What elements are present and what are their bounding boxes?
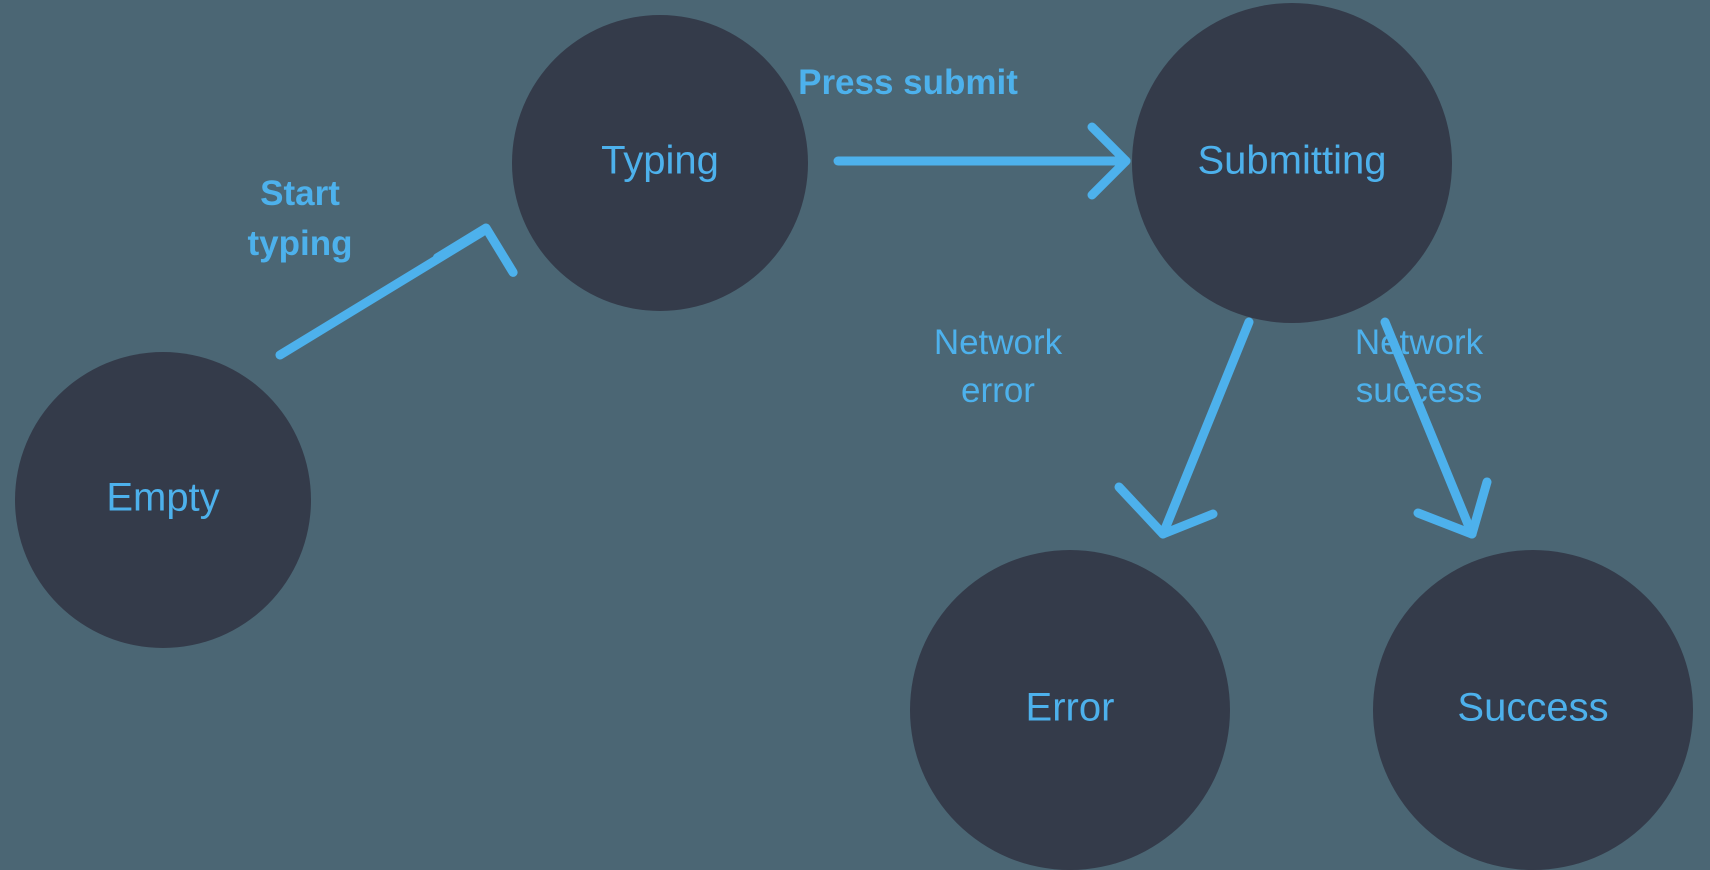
network-success-arrowhead bbox=[1413, 477, 1492, 539]
transition-network-error bbox=[1114, 317, 1254, 539]
start-typing-label-line-2: typing bbox=[248, 224, 353, 263]
state-label-submitting: Submitting bbox=[1198, 139, 1387, 183]
state-node-error[interactable]: Error bbox=[910, 550, 1230, 870]
network-error-label-line-2: error bbox=[961, 371, 1035, 410]
state-label-typing: Typing bbox=[601, 139, 719, 183]
network-success-edge-line bbox=[1380, 317, 1477, 539]
transition-start-typing bbox=[275, 223, 518, 360]
transition-network-success bbox=[1380, 317, 1492, 539]
press-submit-label-line-1: Press submit bbox=[798, 63, 1018, 102]
transition-label-press-submit: Press submit bbox=[798, 63, 1018, 102]
state-node-typing[interactable]: Typing bbox=[512, 15, 808, 311]
state-label-error: Error bbox=[1026, 686, 1115, 730]
network-error-label-line-1: Network bbox=[934, 323, 1063, 362]
state-circle-success[interactable] bbox=[1373, 550, 1693, 870]
state-circle-submitting[interactable] bbox=[1132, 3, 1452, 323]
network-success-label-line-2: success bbox=[1356, 371, 1482, 410]
state-circle-typing[interactable] bbox=[512, 15, 808, 311]
press-submit-arrowhead bbox=[1087, 122, 1131, 200]
start-typing-label-line-1: Start bbox=[260, 174, 340, 213]
transition-press-submit bbox=[833, 122, 1131, 200]
network-success-label-line-1: Network bbox=[1355, 323, 1484, 362]
state-node-success[interactable]: Success bbox=[1373, 550, 1693, 870]
transition-label-start-typing: Start typing bbox=[248, 174, 353, 263]
state-circle-error[interactable] bbox=[910, 550, 1230, 870]
state-node-submitting[interactable]: Submitting bbox=[1132, 3, 1452, 323]
state-label-success: Success bbox=[1457, 686, 1608, 730]
transition-label-network-success: Network success bbox=[1355, 323, 1484, 410]
transition-label-network-error: Network error bbox=[934, 323, 1063, 410]
state-node-empty[interactable]: Empty bbox=[15, 352, 311, 648]
network-error-arrowhead bbox=[1114, 482, 1218, 539]
start-typing-arrowhead bbox=[432, 223, 518, 277]
state-circle-empty[interactable] bbox=[15, 352, 311, 648]
state-label-empty: Empty bbox=[106, 476, 219, 520]
network-error-edge-line bbox=[1158, 317, 1254, 539]
